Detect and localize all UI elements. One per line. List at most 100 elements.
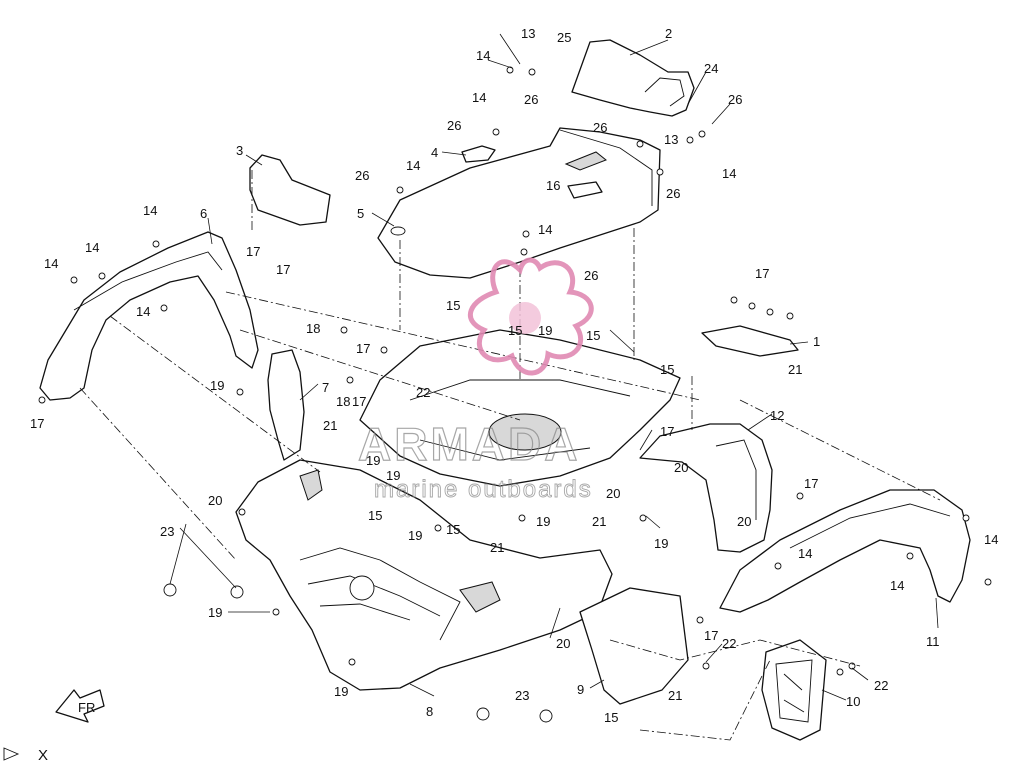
- callout-21-b: 21: [323, 418, 337, 433]
- callout-15-d: 15: [660, 362, 674, 377]
- part-5-top-panel: [377, 127, 661, 279]
- central-frame: [359, 329, 681, 487]
- callout-4: 4: [431, 145, 438, 160]
- callout-20-a: 20: [674, 460, 688, 475]
- callout-14-h: 14: [44, 256, 58, 271]
- callout-3: 3: [236, 143, 243, 158]
- leader-lines: [169, 33, 939, 701]
- front-direction-arrow: FR: [55, 689, 105, 723]
- callout-18-b: 18: [336, 394, 350, 409]
- callout-19-c: 19: [366, 453, 380, 468]
- part-5-rim: [559, 129, 653, 206]
- callout-19-e: 19: [408, 528, 422, 543]
- callout-17-c: 17: [755, 266, 769, 281]
- part-23-grommet-2: [230, 585, 244, 599]
- part-12-inner: [715, 439, 757, 520]
- part-9-side-panel: [579, 587, 689, 705]
- callout-17-d: 17: [356, 341, 370, 356]
- callout-23-a: 23: [160, 524, 174, 539]
- part-2-rear-cover: [571, 39, 695, 117]
- part-12-right-fender: [639, 423, 773, 553]
- callout-11: 11: [926, 634, 940, 649]
- part-8-headlight-left: [299, 469, 323, 501]
- part-7-bracket: [267, 349, 305, 461]
- part-6-left-fender: [39, 231, 259, 401]
- part-4-cap: [461, 145, 496, 163]
- callout-21-d: 21: [490, 540, 504, 555]
- part-8-headlight-right: [459, 581, 501, 613]
- watermark-flower-center: [509, 302, 541, 334]
- callout-13-top: 13: [521, 26, 535, 41]
- parts-layer: [38, 39, 992, 741]
- callout-19-h: 19: [208, 605, 222, 620]
- callout-22-a: 22: [416, 385, 430, 400]
- callout-14-i: 14: [136, 304, 150, 319]
- part-10-slots: [775, 659, 813, 723]
- part-6-edge: [73, 251, 223, 311]
- callout-17-h: 17: [804, 476, 818, 491]
- callout-22-c: 22: [874, 678, 888, 693]
- front-arrow-label: FR: [78, 700, 95, 715]
- callout-23-b: 23: [515, 688, 529, 703]
- central-frame-tank-opening: [488, 413, 562, 451]
- part-3-bracket: [249, 154, 331, 226]
- callout-7: 7: [322, 380, 329, 395]
- callout-14-e: 14: [143, 203, 157, 218]
- watermark-flower-icon: [468, 257, 594, 376]
- callout-13-b: 13: [664, 132, 678, 147]
- part-8-grille: [299, 547, 461, 641]
- callout-21-e: 21: [668, 688, 682, 703]
- callout-26-d: 26: [593, 120, 607, 135]
- callout-2: 2: [665, 26, 672, 41]
- callout-5: 5: [357, 206, 364, 221]
- front-arrow-icon: [55, 689, 105, 723]
- callout-22-b: 22: [722, 636, 736, 651]
- part-2-detail: [644, 77, 685, 107]
- callout-17-g: 17: [660, 424, 674, 439]
- callout-15-a: 15: [446, 298, 460, 313]
- callout-26-e: 26: [355, 168, 369, 183]
- central-frame-rib: [409, 379, 631, 461]
- callout-14-b: 14: [472, 90, 486, 105]
- callouts: 13 25 2 14 24 26 14 26 26 13 26 14 3 4 1…: [30, 26, 998, 725]
- part-23-grommet-1: [163, 583, 177, 597]
- callout-15-c: 15: [586, 328, 600, 343]
- assembly-lines: [79, 170, 941, 741]
- watermark-tagline: marine outboards: [374, 476, 593, 503]
- callout-19-d: 19: [386, 468, 400, 483]
- part-11-edge: [789, 503, 951, 549]
- callout-26-a: 26: [728, 92, 742, 107]
- callout-8: 8: [426, 704, 433, 719]
- callout-19-g: 19: [654, 536, 668, 551]
- callout-19-i: 19: [334, 684, 348, 699]
- part-5-grommet: [390, 226, 406, 236]
- callout-14-l: 14: [890, 578, 904, 593]
- callout-15-g: 15: [604, 710, 618, 725]
- callout-17-e: 17: [30, 416, 44, 431]
- callout-15-f: 15: [446, 522, 460, 537]
- callout-12: 12: [770, 408, 784, 423]
- part-11-right-front-fender: [719, 489, 971, 613]
- part-8-emblem: [349, 575, 375, 601]
- callout-14-j: 14: [984, 532, 998, 547]
- callout-9: 9: [577, 682, 584, 697]
- callout-20-c: 20: [208, 493, 222, 508]
- callout-26-g: 26: [584, 268, 598, 283]
- callout-17-i: 17: [704, 628, 718, 643]
- callout-1: 1: [813, 334, 820, 349]
- callout-21-a: 21: [788, 362, 802, 377]
- watermark: ARMADA marine outboards: [357, 257, 594, 503]
- callout-20-d: 20: [737, 514, 751, 529]
- callout-17-f: 17: [352, 394, 366, 409]
- watermark-brand: ARMADA: [358, 418, 580, 470]
- callout-17-a: 17: [246, 244, 260, 259]
- callout-21-c: 21: [592, 514, 606, 529]
- callout-19-a: 19: [538, 323, 552, 338]
- callout-16: 16: [546, 178, 560, 193]
- fasteners: [38, 66, 992, 676]
- callout-14-g: 14: [85, 240, 99, 255]
- part-10-footrest: [761, 639, 827, 741]
- callout-14-c: 14: [722, 166, 736, 181]
- callout-10: 10: [846, 694, 860, 709]
